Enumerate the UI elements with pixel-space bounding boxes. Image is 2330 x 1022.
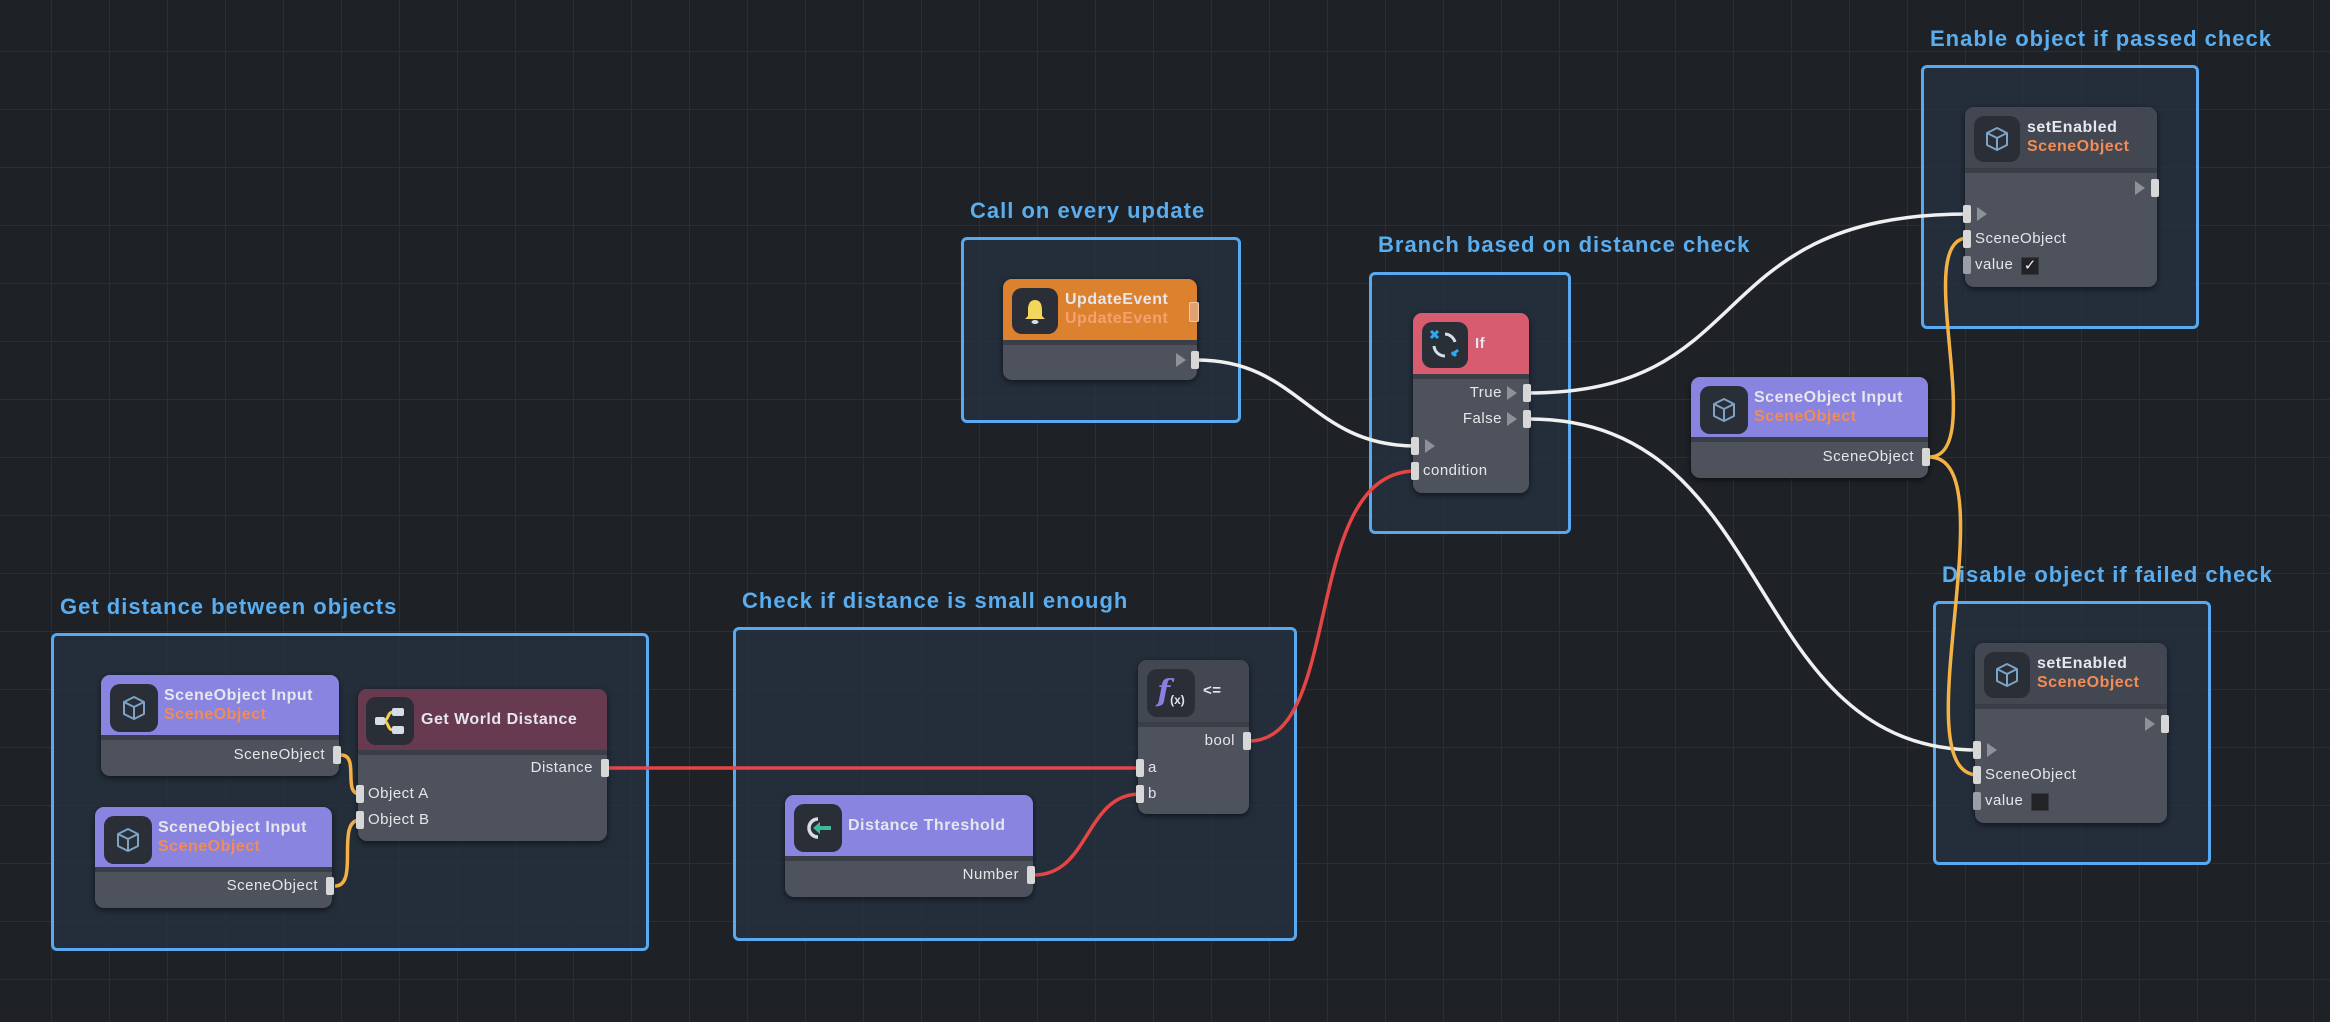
exec-false-arrow-icon (1507, 412, 1517, 426)
exec-in-arrow-icon (1977, 207, 1987, 221)
port-label-a: a (1148, 759, 1157, 776)
port-label-object-b: Object B (368, 811, 430, 828)
node-if[interactable]: If True False condition (1411, 313, 1531, 493)
output-port-exec[interactable] (1191, 351, 1199, 369)
node-update-event[interactable]: UpdateEvent UpdateEvent (1003, 279, 1199, 380)
port-label-sceneobject: SceneObject (233, 746, 325, 763)
exec-in-arrow-icon (1987, 743, 1997, 757)
cube-icon (104, 816, 152, 864)
input-port-value[interactable] (1963, 256, 1971, 274)
node-set-enabled-false[interactable]: setEnabled SceneObject SceneObject value (1973, 643, 2169, 823)
port-label-distance: Distance (530, 759, 593, 776)
cube-icon (1700, 386, 1748, 434)
port-label-sceneobject: SceneObject (226, 877, 318, 894)
exec-in-arrow-icon (1425, 439, 1435, 453)
port-label-false: False (1462, 410, 1502, 427)
group-title-enable: Enable object if passed check (1930, 26, 2273, 51)
port-label-b: b (1148, 785, 1157, 802)
output-port-sceneobject[interactable] (1922, 448, 1930, 466)
output-port-bool[interactable] (1243, 732, 1251, 750)
port-label-value: value (1975, 256, 2014, 273)
output-port-false[interactable] (1523, 410, 1531, 428)
node-subtitle: SceneObject (158, 838, 261, 855)
node-less-equal[interactable]: f (x) <= bool a b (1136, 660, 1251, 814)
port-label-object-a: Object A (368, 785, 429, 802)
cube-icon (110, 684, 158, 732)
group-title-update: Call on every update (970, 198, 1206, 223)
input-port-sceneobject[interactable] (1963, 230, 1971, 248)
node-subtitle: UpdateEvent (1065, 310, 1169, 327)
branch-tree-icon (366, 697, 414, 745)
bell-icon (1012, 288, 1058, 334)
output-port-sceneobject[interactable] (326, 877, 334, 895)
node-title: SceneObject Input (1754, 389, 1903, 406)
input-port-b[interactable] (1136, 785, 1144, 803)
input-port-condition[interactable] (1411, 462, 1419, 480)
group-title-check-distance: Check if distance is small enough (742, 588, 1129, 613)
node-title: SceneObject Input (164, 687, 313, 704)
function-f-glyph: f (1157, 673, 1171, 709)
function-icon: f (x) (1147, 669, 1195, 717)
node-title: Get World Distance (421, 711, 578, 728)
node-distance-threshold[interactable]: Distance Threshold Number (785, 795, 1035, 897)
port-label-sceneobject: SceneObject (1975, 230, 2067, 247)
node-sceneobject-input-b[interactable]: SceneObject Input SceneObject SceneObjec… (95, 807, 334, 908)
value-checkbox[interactable]: ✓ (2021, 257, 2039, 275)
node-sceneobject-input-a[interactable]: SceneObject Input SceneObject SceneObjec… (101, 675, 341, 776)
port-label-sceneobject: SceneObject (1985, 766, 2077, 783)
port-label-value: value (1985, 792, 2024, 809)
node-title: <= (1203, 682, 1222, 699)
input-port-exec[interactable] (1411, 437, 1419, 455)
output-port-exec[interactable] (2161, 715, 2169, 733)
node-get-world-distance[interactable]: Get World Distance Distance Object A Obj… (356, 689, 609, 841)
exec-out-arrow-icon (1176, 353, 1186, 367)
node-subtitle: SceneObject (164, 706, 267, 723)
port-label-true: True (1469, 384, 1502, 401)
node-subtitle: SceneObject (1754, 408, 1857, 425)
group-title-branch: Branch based on distance check (1378, 232, 1751, 257)
node-sceneobject-input-mid[interactable]: SceneObject Input SceneObject SceneObjec… (1691, 377, 1930, 478)
exec-out-arrow-icon (2145, 717, 2155, 731)
node-title: UpdateEvent (1065, 291, 1169, 308)
node-title: Distance Threshold (848, 817, 1006, 834)
node-subtitle: SceneObject (2027, 138, 2130, 155)
output-port-distance[interactable] (601, 759, 609, 777)
port-label-condition: condition (1423, 462, 1488, 479)
node-set-enabled-true[interactable]: setEnabled SceneObject SceneObject value… (1963, 107, 2159, 287)
node-title: setEnabled (2037, 655, 2128, 672)
output-port-sceneobject[interactable] (333, 746, 341, 764)
input-port-exec[interactable] (1973, 741, 1981, 759)
function-x-glyph: (x) (1170, 693, 1185, 707)
port-label-sceneobject: SceneObject (1822, 448, 1914, 465)
node-subtitle: SceneObject (2037, 674, 2140, 691)
port-label-number: Number (962, 866, 1019, 883)
output-port-exec[interactable] (2151, 179, 2159, 197)
node-title: If (1475, 335, 1486, 352)
output-port-true[interactable] (1523, 384, 1531, 402)
cube-icon (1974, 116, 2020, 162)
group-title-disable: Disable object if failed check (1942, 562, 2273, 587)
port-label-bool: bool (1204, 732, 1235, 749)
cube-icon (1984, 652, 2030, 698)
exec-true-arrow-icon (1507, 386, 1517, 400)
input-port-exec[interactable] (1963, 205, 1971, 223)
value-checkbox[interactable] (2031, 793, 2049, 811)
header-port[interactable] (1189, 302, 1199, 322)
exec-out-arrow-icon (2135, 181, 2145, 195)
branch-swap-icon (1422, 322, 1468, 368)
node-title: SceneObject Input (158, 819, 307, 836)
input-port-sceneobject[interactable] (1973, 766, 1981, 784)
input-port-object-b[interactable] (356, 811, 364, 829)
input-port-value[interactable] (1973, 792, 1981, 810)
variable-input-icon (794, 804, 842, 852)
output-port-number[interactable] (1027, 866, 1035, 884)
group-title-get-distance: Get distance between objects (60, 594, 398, 619)
input-port-object-a[interactable] (356, 785, 364, 803)
node-title: setEnabled (2027, 119, 2118, 136)
input-port-a[interactable] (1136, 759, 1144, 777)
